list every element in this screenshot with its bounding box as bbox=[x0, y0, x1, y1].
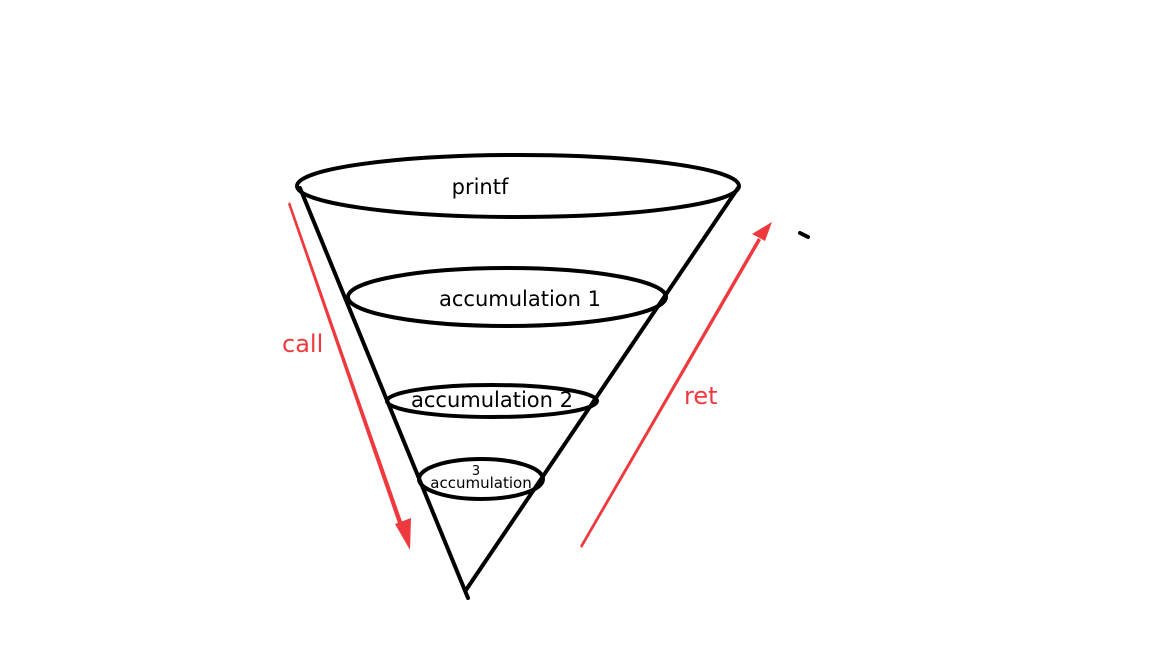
ret-arrow-shaft bbox=[580, 238, 761, 548]
funnel-left-edge bbox=[298, 186, 470, 600]
stray-dash-mark bbox=[798, 231, 810, 239]
level-label-accumulation-2: accumulation 2 bbox=[411, 388, 573, 412]
level-label-accumulation-3-text: accumulation bbox=[430, 474, 531, 492]
level-label-accumulation-3-number: 3 bbox=[472, 464, 480, 479]
level-ellipse-accumulation-2 bbox=[385, 383, 599, 419]
ret-label: ret bbox=[684, 382, 718, 410]
level-ellipse-printf bbox=[295, 153, 741, 219]
level-ellipse-accumulation-1 bbox=[346, 266, 668, 328]
level-label-accumulation-1: accumulation 1 bbox=[439, 287, 601, 311]
ret-arrow bbox=[580, 222, 772, 548]
level-ellipse-accumulation-3 bbox=[417, 457, 545, 501]
call-arrow-shaft bbox=[288, 202, 405, 532]
call-arrow bbox=[288, 202, 411, 550]
call-label: call bbox=[282, 330, 323, 358]
ret-arrow-head bbox=[752, 222, 772, 241]
funnel-right-edge bbox=[464, 186, 740, 592]
call-arrow-head bbox=[395, 518, 411, 550]
funnel: printf accumulation 1 accumulation 2 3 a… bbox=[295, 153, 741, 600]
level-label-printf: printf bbox=[452, 175, 509, 199]
